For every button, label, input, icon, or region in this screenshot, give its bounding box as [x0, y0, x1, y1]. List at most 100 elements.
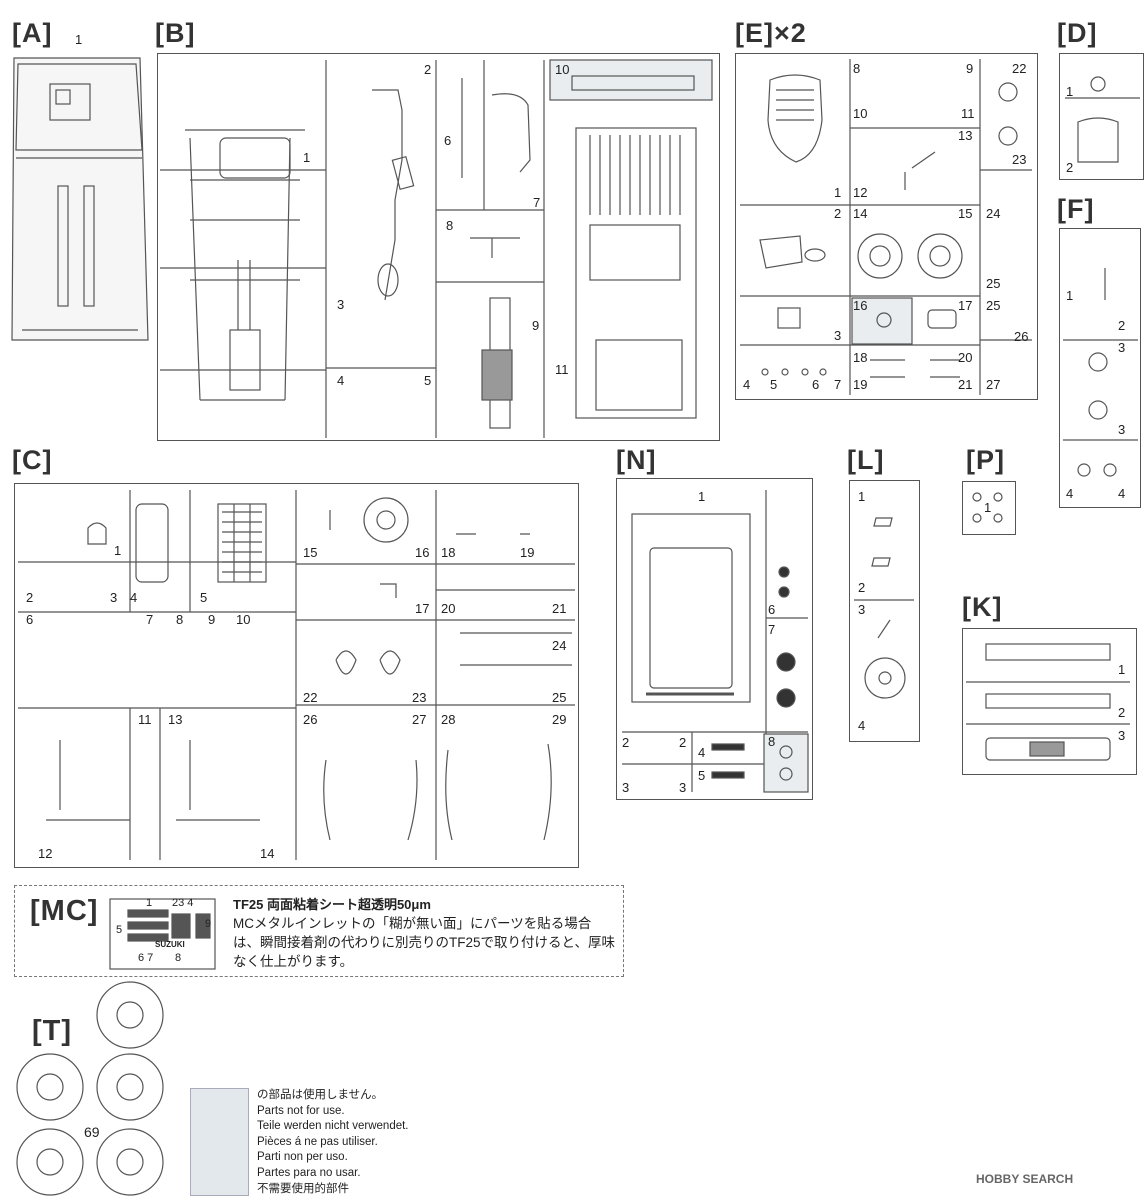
part-number: 8	[768, 734, 776, 749]
part-number: 24	[986, 206, 1001, 221]
part-number: 24	[552, 638, 567, 653]
part-number: 12	[38, 846, 53, 861]
mc-badge: SUZUKI	[155, 940, 185, 949]
note-line: Parts not for use.	[257, 1104, 345, 1117]
sprue-d	[1059, 53, 1144, 180]
part-number: 5	[200, 590, 208, 605]
part-number: 25	[552, 690, 567, 705]
not-for-use-notes: の部品は使用しません。 Parts not for use. Teile wer…	[257, 1088, 409, 1197]
part-number: 16	[853, 298, 868, 313]
label-p: [P]	[966, 445, 1005, 475]
part-number: 6	[768, 602, 776, 617]
label-f: [F]	[1057, 194, 1095, 224]
mc-number: 23 4	[172, 897, 194, 909]
part-number: 8	[446, 218, 454, 233]
mc-description: MCメタルインレットの「糊が無い面」にパーツを貼る場合は、瞬間接着剤の代わりに別…	[233, 916, 615, 969]
part-number: 14	[260, 846, 275, 861]
label-a: [A]	[12, 18, 53, 48]
part-number: 1	[698, 489, 706, 504]
note-line: Pièces á ne pas utiliser.	[257, 1135, 378, 1148]
part-number: 27	[986, 377, 1001, 392]
part-number: 3	[1118, 728, 1126, 743]
part-number: 1	[1118, 662, 1126, 677]
part-number: 1	[858, 489, 866, 504]
mc-number: 1	[146, 897, 153, 909]
part-number: 3	[679, 780, 687, 795]
part-number: 25	[986, 276, 1001, 291]
part-number: 3	[110, 590, 118, 605]
part-number: 26	[303, 712, 318, 727]
label-d: [D]	[1057, 18, 1098, 48]
part-number: 11	[961, 106, 975, 121]
part-number: 4	[743, 377, 751, 392]
part-number: 1	[1066, 84, 1074, 99]
part-number: 1	[303, 150, 311, 165]
mc-number: 8	[175, 952, 182, 964]
mc-dashed-box	[14, 885, 624, 977]
part-number: 4	[1118, 486, 1126, 501]
part-number: 9	[966, 61, 974, 76]
part-number: 18	[441, 545, 456, 560]
part-number: 20	[441, 601, 456, 616]
part-number: 4	[698, 745, 706, 760]
part-number: 2	[1118, 705, 1126, 720]
part-number: 1	[834, 185, 842, 200]
part-number: 9	[208, 612, 216, 627]
part-number: 25	[986, 298, 1001, 313]
part-number: 1	[114, 543, 122, 558]
part-number: 8	[853, 61, 861, 76]
part-number: 4	[1066, 486, 1074, 501]
part-number: 22	[1012, 61, 1027, 76]
part-number: 9	[532, 318, 540, 333]
label-t: [T]	[32, 1015, 73, 1047]
part-number: 23	[412, 690, 427, 705]
part-number: 16	[415, 545, 430, 560]
part-number: 10	[236, 612, 251, 627]
part-number: 23	[1012, 152, 1027, 167]
seat	[767, 74, 823, 163]
not-for-use-swatch	[190, 1088, 249, 1196]
body-shell-a	[11, 57, 149, 341]
part-number: 28	[441, 712, 456, 727]
part-number: 3	[1118, 422, 1126, 437]
label-mc: [MC]	[30, 895, 99, 927]
part-number: 5	[698, 768, 706, 783]
note-line: Partes para no usar.	[257, 1166, 361, 1179]
part-number: 11	[555, 362, 569, 377]
part-number: 8	[176, 612, 184, 627]
note-line: 不需要使用的部件	[257, 1182, 349, 1195]
label-c: [C]	[12, 445, 53, 475]
part-number: 26	[1014, 329, 1029, 344]
mc-title: TF25 両面粘着シート超透明50μm	[233, 897, 431, 912]
part-number: 17	[958, 298, 973, 313]
part-number: 4	[858, 718, 866, 733]
part-number: 17	[415, 601, 430, 616]
part-number: 3	[337, 297, 345, 312]
note-line: の部品は使用しません。	[257, 1089, 384, 1101]
mc-number: 9	[205, 918, 212, 930]
part-number: 2	[1118, 318, 1126, 333]
part-number: 7	[768, 622, 776, 637]
part-number: 6	[26, 612, 34, 627]
part-number: 19	[520, 545, 535, 560]
part-number: 4	[337, 373, 345, 388]
part-number: 15	[303, 545, 318, 560]
part-number: 2	[834, 206, 842, 221]
label-e: [E]×2	[735, 18, 807, 48]
part-number: 1	[984, 500, 992, 515]
part-number: 3	[622, 780, 630, 795]
part-number: 6	[444, 133, 452, 148]
part-number: 5	[770, 377, 778, 392]
part-number: 7	[146, 612, 154, 627]
sprue-b	[157, 53, 720, 441]
part-number: 19	[853, 377, 868, 392]
label-k: [K]	[962, 592, 1003, 622]
part-number: 13	[958, 128, 973, 143]
note-line: Parti non per uso.	[257, 1151, 348, 1164]
part-number: 12	[853, 185, 868, 200]
part-number: 2	[679, 735, 687, 750]
spare-wheel-covers	[16, 981, 164, 1196]
label-n: [N]	[616, 445, 657, 475]
part-number: 3	[834, 328, 842, 343]
mc-number: 6 7	[138, 952, 154, 964]
